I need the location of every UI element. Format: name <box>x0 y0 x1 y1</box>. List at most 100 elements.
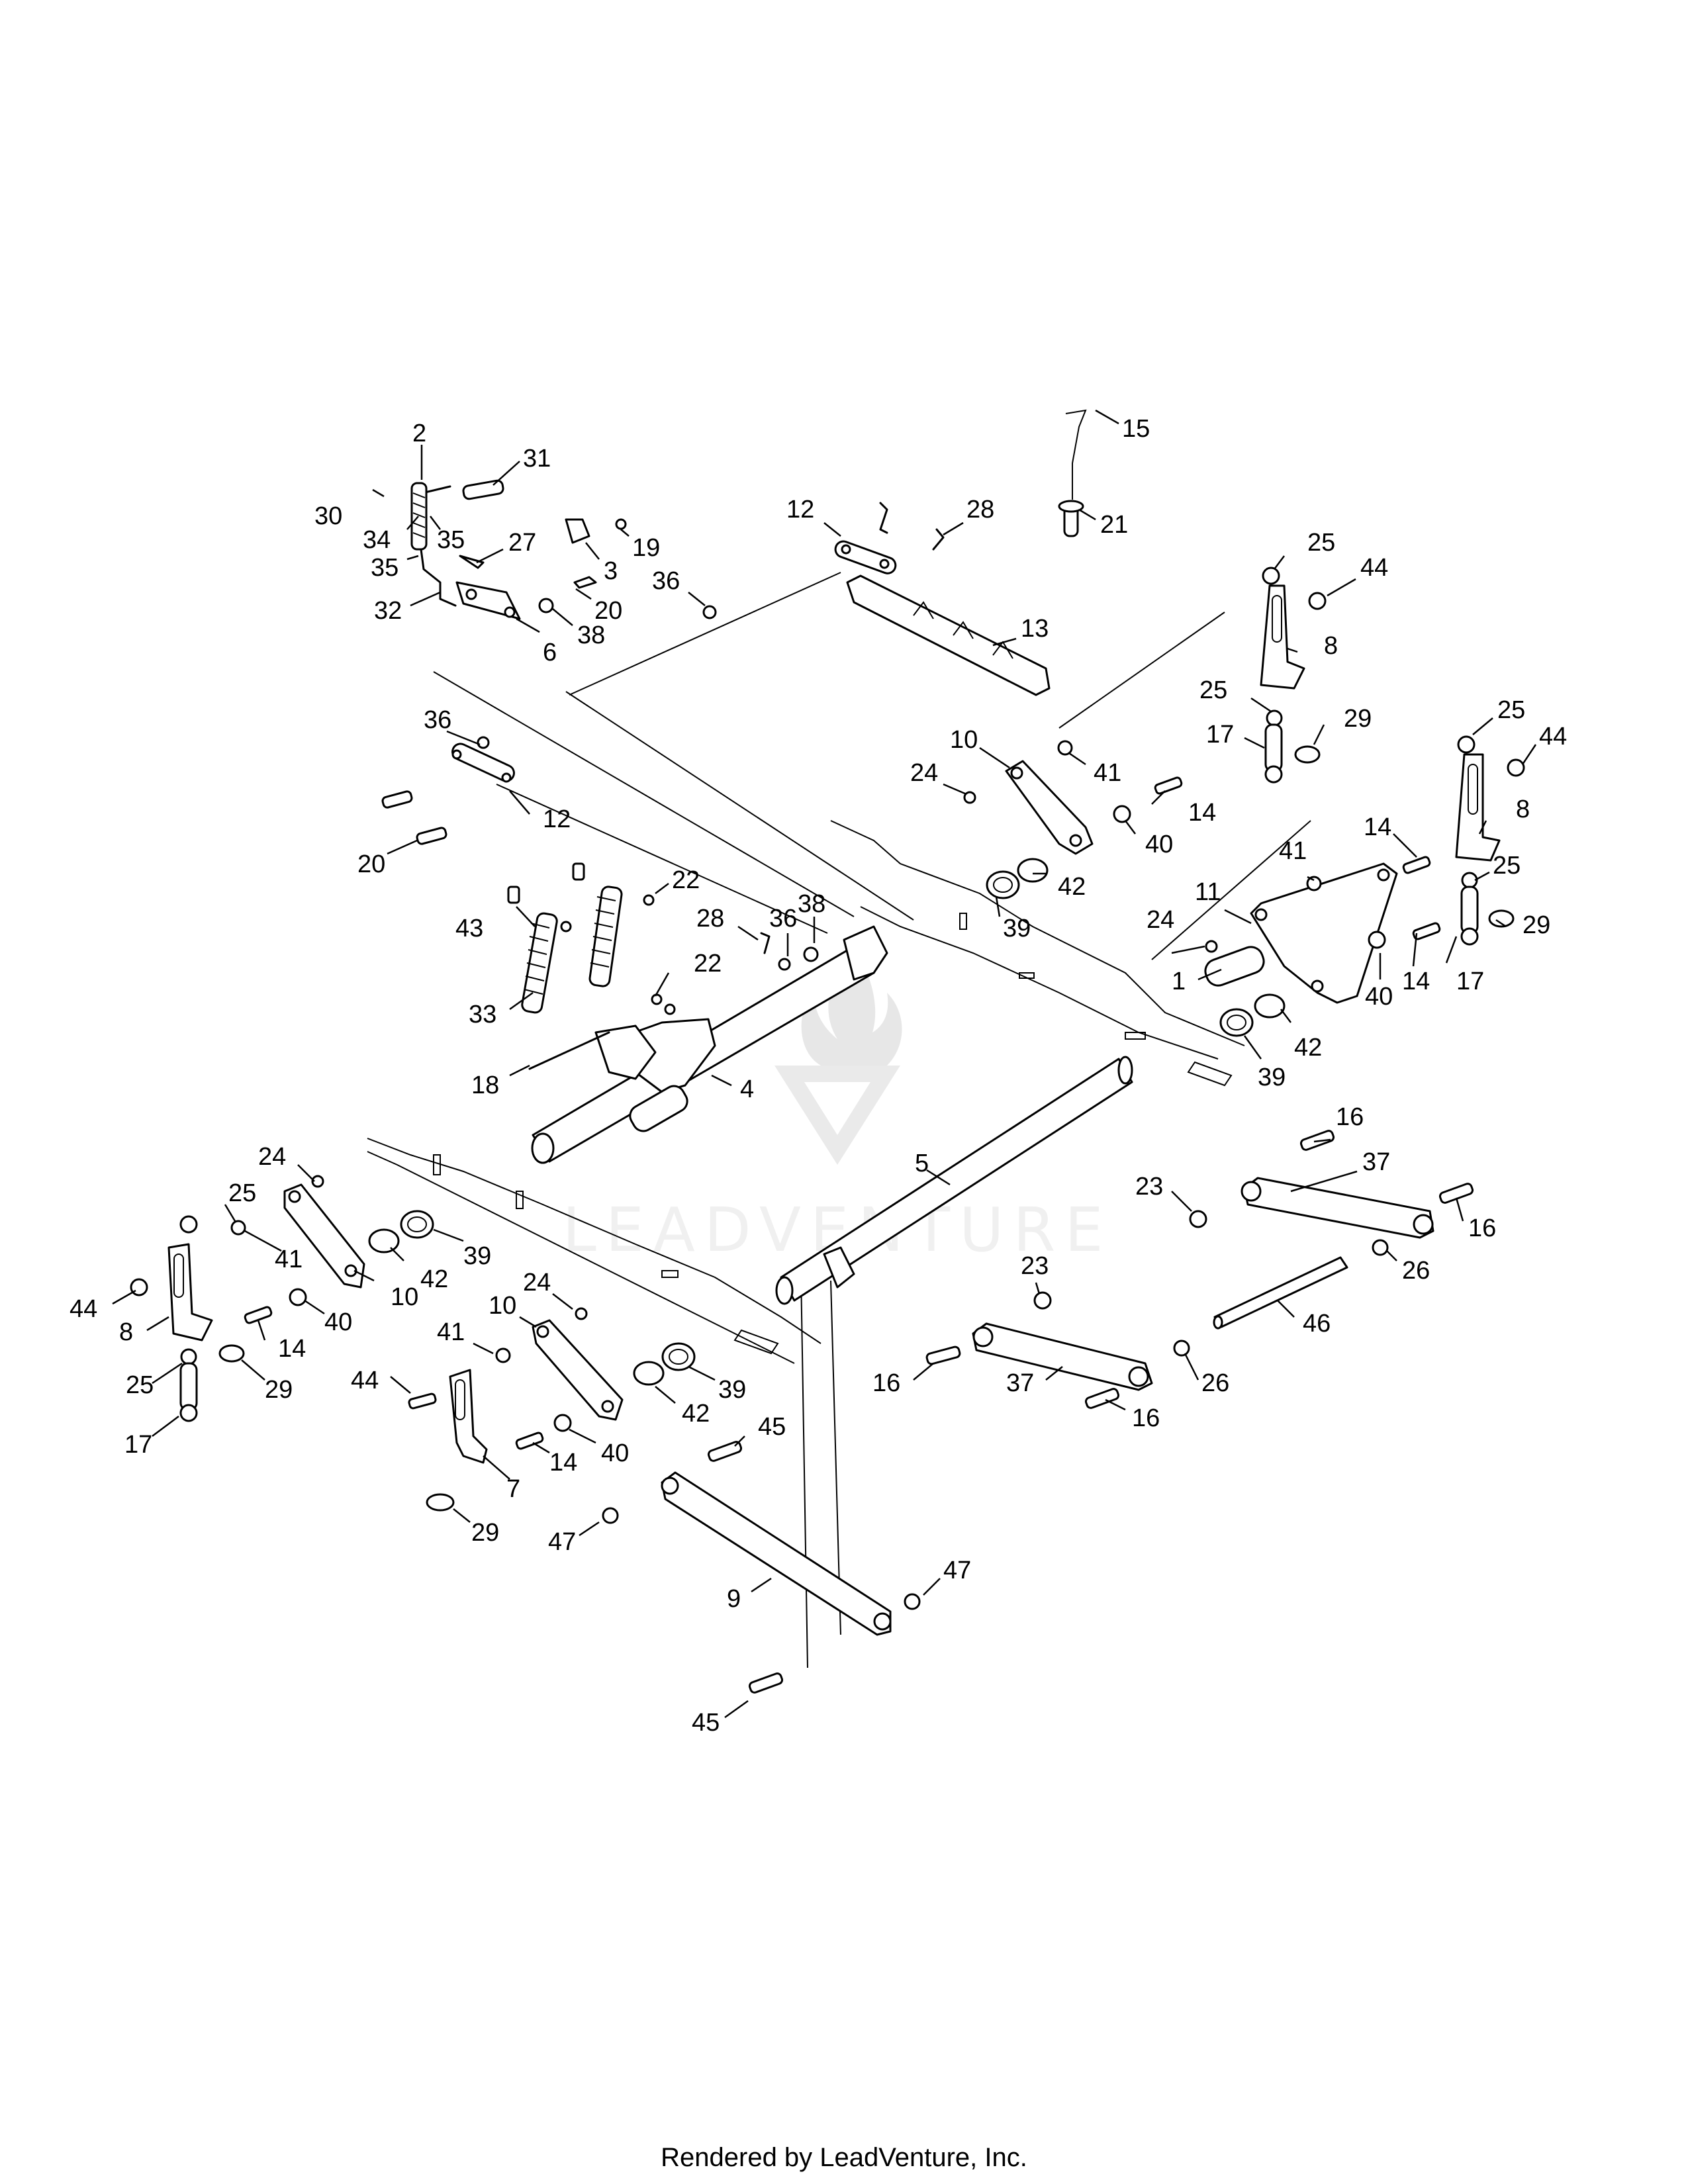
callout-5: 5 <box>915 1150 929 1177</box>
callout-43: 43 <box>455 915 483 942</box>
callout-12b: 12 <box>543 805 571 833</box>
watermark: LEADVENTURE <box>562 946 1103 1265</box>
footer-credit: Rendered by LeadVenture, Inc. <box>661 2143 1027 2172</box>
callout-14e: 14 <box>549 1449 577 1477</box>
callout-40a: 40 <box>1145 831 1173 858</box>
callout-36c: 36 <box>769 905 797 933</box>
callout-21: 21 <box>1100 511 1128 539</box>
callout-38a: 38 <box>577 621 605 649</box>
callout-17a: 17 <box>1206 721 1234 749</box>
callout-25d: 25 <box>1493 852 1521 880</box>
callout-45a: 45 <box>758 1413 786 1441</box>
link-12-lower <box>381 736 515 845</box>
callout-16b: 16 <box>1468 1214 1496 1242</box>
callout-42d: 42 <box>682 1400 710 1428</box>
bracket-7 <box>408 1369 488 1512</box>
callout-24c: 24 <box>258 1143 286 1171</box>
frame-rail-right <box>830 820 1245 1087</box>
callout-4: 4 <box>740 1075 754 1103</box>
lift-arm-10-right <box>963 740 1183 899</box>
callout-35b: 35 <box>371 554 399 582</box>
callout-36a: 36 <box>652 567 680 595</box>
callout-40c: 40 <box>324 1308 352 1336</box>
bracket-8-right <box>1402 735 1525 946</box>
callout-23b: 23 <box>1021 1252 1049 1280</box>
callout-10b: 10 <box>391 1283 418 1311</box>
lift-handle-assembly <box>410 479 627 620</box>
handle-spring <box>410 482 428 551</box>
spring-33 <box>507 862 655 1014</box>
callout-41c: 41 <box>275 1246 303 1273</box>
callout-39c: 39 <box>463 1242 491 1270</box>
callout-28a: 28 <box>966 496 994 523</box>
callout-42a: 42 <box>1058 873 1086 901</box>
callout-45b: 45 <box>692 1709 720 1737</box>
link-37-lower <box>925 1291 1190 1409</box>
callout-12a: 12 <box>786 496 814 523</box>
callout-10c: 10 <box>489 1292 516 1320</box>
callout-27: 27 <box>508 529 536 557</box>
callout-37b: 37 <box>1006 1369 1034 1397</box>
callout-labels: 2 31 30 34 35 35 27 19 3 20 38 32 6 12 2… <box>70 415 1567 1737</box>
callout-42c: 42 <box>420 1265 448 1293</box>
callout-8b: 8 <box>1516 796 1530 823</box>
callout-14b: 14 <box>1364 813 1391 841</box>
callout-25f: 25 <box>126 1371 154 1399</box>
reference-lines <box>433 572 1311 1668</box>
callout-39b: 39 <box>1258 1064 1286 1091</box>
callout-30: 30 <box>314 502 342 530</box>
callout-15: 15 <box>1122 415 1150 443</box>
lock-pin-21 <box>1058 409 1087 537</box>
callout-32: 32 <box>374 597 402 625</box>
link-37-upper <box>1189 1130 1474 1330</box>
callout-47a: 47 <box>548 1528 576 1556</box>
lift-arm-10-center <box>495 1307 696 1450</box>
callout-24a: 24 <box>910 759 938 787</box>
callout-6: 6 <box>543 639 557 666</box>
frame-rail-left <box>367 1138 821 1364</box>
callout-29b: 29 <box>1523 911 1550 939</box>
callout-16d: 16 <box>1132 1404 1160 1432</box>
callout-34: 34 <box>363 526 391 554</box>
callout-41a: 41 <box>1094 759 1121 787</box>
callout-14d: 14 <box>278 1335 306 1363</box>
callout-8a: 8 <box>1324 632 1338 660</box>
callout-3: 3 <box>604 557 618 585</box>
callout-25c: 25 <box>1497 696 1525 724</box>
callout-23a: 23 <box>1135 1173 1163 1201</box>
callout-44b: 44 <box>1539 723 1567 751</box>
callout-16c: 16 <box>872 1369 900 1397</box>
callout-11: 11 <box>1195 878 1221 906</box>
callout-33: 33 <box>469 1001 496 1028</box>
callout-20b: 20 <box>357 850 385 878</box>
shaft-5 <box>775 1056 1133 1305</box>
deck-bar-13 <box>846 574 1051 696</box>
callout-35a: 35 <box>437 526 465 554</box>
callout-47b: 47 <box>943 1557 971 1584</box>
callout-46: 46 <box>1303 1310 1331 1338</box>
callout-2: 2 <box>412 420 426 447</box>
callout-22b: 22 <box>694 950 722 978</box>
callout-25e: 25 <box>228 1179 256 1207</box>
callout-14a: 14 <box>1188 799 1216 827</box>
callout-36b: 36 <box>424 706 451 734</box>
callout-26b: 26 <box>1201 1369 1229 1397</box>
leader-lines <box>112 409 1537 1719</box>
lift-arm-10-left <box>230 1175 434 1324</box>
callout-29d: 29 <box>471 1519 499 1547</box>
callout-14c: 14 <box>1402 968 1430 995</box>
callout-8c: 8 <box>119 1318 133 1346</box>
callout-25a: 25 <box>1307 529 1335 557</box>
callout-37a: 37 <box>1362 1148 1390 1176</box>
callout-42b: 42 <box>1294 1034 1322 1062</box>
watermark-v-logo-icon <box>774 1066 900 1165</box>
lift-shaft-4 <box>528 925 888 1164</box>
callout-39a: 39 <box>1003 915 1031 942</box>
callout-38b: 38 <box>798 890 825 918</box>
watermark-flame-icon <box>801 946 902 1066</box>
callout-13: 13 <box>1021 615 1049 643</box>
link-9 <box>602 1441 921 1694</box>
callout-24d: 24 <box>523 1269 551 1297</box>
grip-pin <box>462 479 504 500</box>
